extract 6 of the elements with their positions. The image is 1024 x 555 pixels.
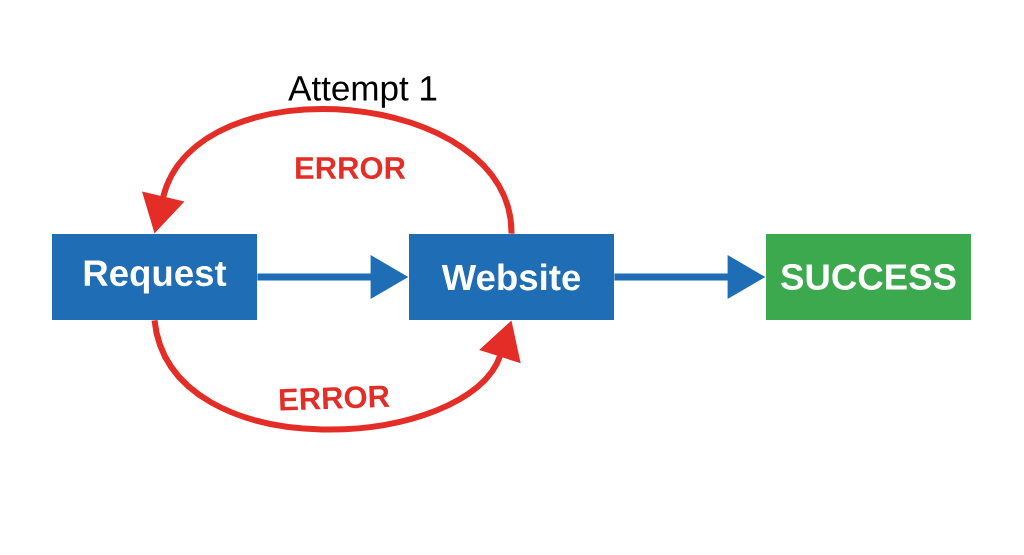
process-box: Request [52, 234, 257, 320]
process-box: Website [409, 234, 614, 320]
result-box: SUCCESS [766, 234, 971, 320]
edge-label: ERROR [292, 155, 408, 181]
edge-label: ERROR [275, 383, 393, 413]
text-label: Attempt 1 [288, 76, 437, 108]
